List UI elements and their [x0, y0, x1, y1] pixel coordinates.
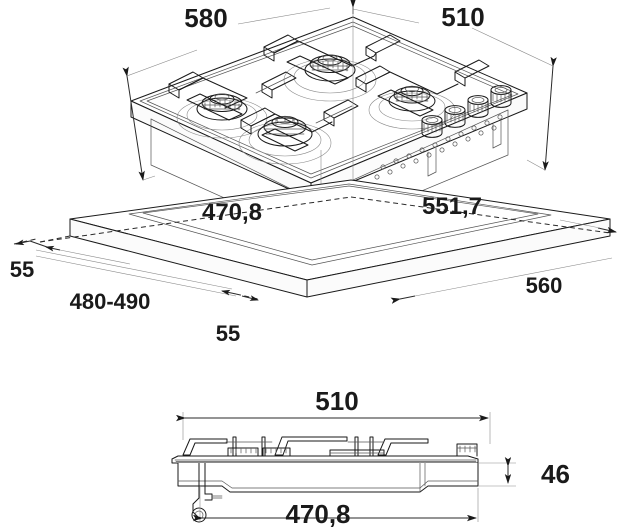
- dim-480-490-label: 480-490: [70, 289, 151, 314]
- dim-510-side-label: 510: [315, 386, 358, 416]
- side-body-profile: [177, 462, 479, 493]
- control-knob-3: [467, 95, 489, 118]
- dim-470-8-side-label: 470,8: [285, 499, 350, 529]
- side-grate-profiles: [182, 436, 429, 457]
- burner-group: [176, 54, 456, 165]
- dim-55-left-label: 55: [10, 257, 34, 282]
- control-knob-group: [421, 85, 512, 138]
- burner-right: [368, 85, 456, 130]
- dimension-580: 580: [122, 3, 331, 181]
- dim-510-top-label: 510: [441, 2, 484, 32]
- control-knob-4: [490, 85, 512, 108]
- control-knob-1: [421, 115, 443, 138]
- dimension-560: 560: [390, 219, 617, 304]
- dim-580-label: 580: [184, 3, 227, 33]
- ventilation-hole-band: [374, 114, 503, 180]
- dimension-510-depth: 510: [352, 2, 557, 171]
- dimension-470-8-side: 470,8: [193, 486, 479, 529]
- dim-55-front-label: 55: [216, 321, 240, 346]
- side-top-plate: [171, 455, 479, 464]
- dim-551-7-label: 551,7: [422, 193, 482, 220]
- dimension-510-side: 510: [176, 386, 491, 444]
- pan-support-grates: [168, 34, 490, 152]
- side-elevation-view: 510: [171, 386, 570, 529]
- dimension-480-490: 480-490: [35, 249, 237, 314]
- dimension-55-front: 55: [216, 289, 259, 346]
- worktop-cutout-view: [39, 179, 611, 298]
- dim-46-label: 46: [541, 459, 570, 489]
- burner-front-center: [238, 115, 332, 165]
- dim-470-8-label: 470,8: [202, 199, 262, 226]
- dim-560-label: 560: [526, 273, 563, 298]
- dimension-55-left: 55: [10, 238, 131, 282]
- side-burner-caps: [227, 443, 478, 457]
- control-knob-2: [444, 105, 466, 128]
- dimension-46: 46: [478, 457, 570, 489]
